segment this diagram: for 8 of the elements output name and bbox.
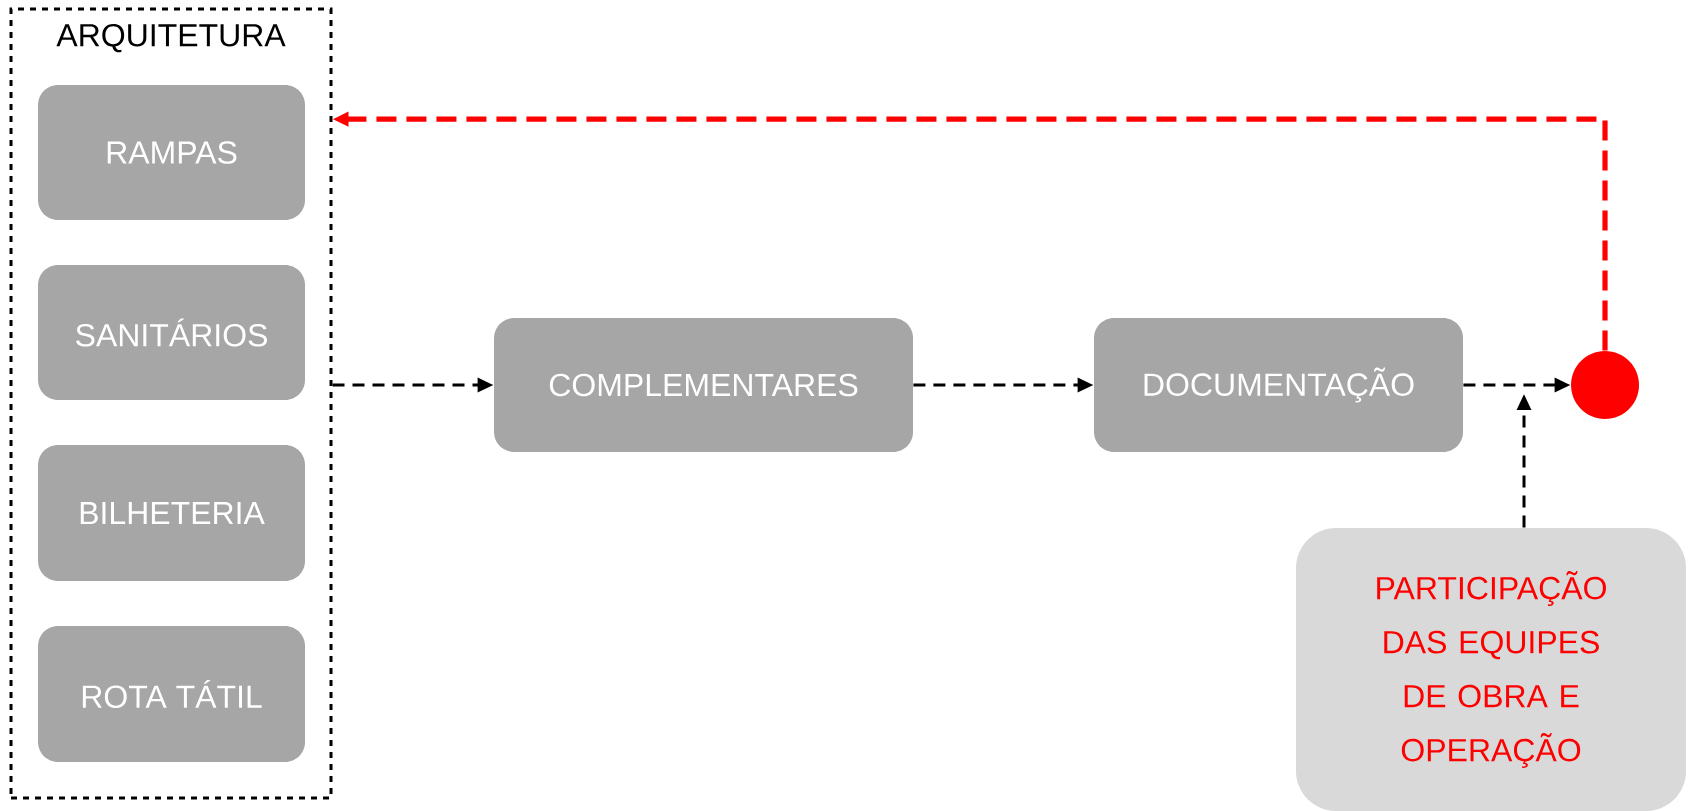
process-box: DOCUMENTAÇÃO bbox=[1094, 318, 1463, 452]
process-box: SANITÁRIOS bbox=[38, 265, 305, 400]
end-circle bbox=[1571, 351, 1639, 419]
process-box: COMPLEMENTARES bbox=[494, 318, 913, 452]
process-box: BILHETERIA bbox=[38, 445, 305, 581]
note-box: PARTICIPAÇÃO DAS EQUIPES DE OBRA E OPERAÇÃO bbox=[1296, 528, 1686, 811]
process-box: RAMPAS bbox=[38, 85, 305, 220]
process-box: ROTA TÁTIL bbox=[38, 626, 305, 762]
